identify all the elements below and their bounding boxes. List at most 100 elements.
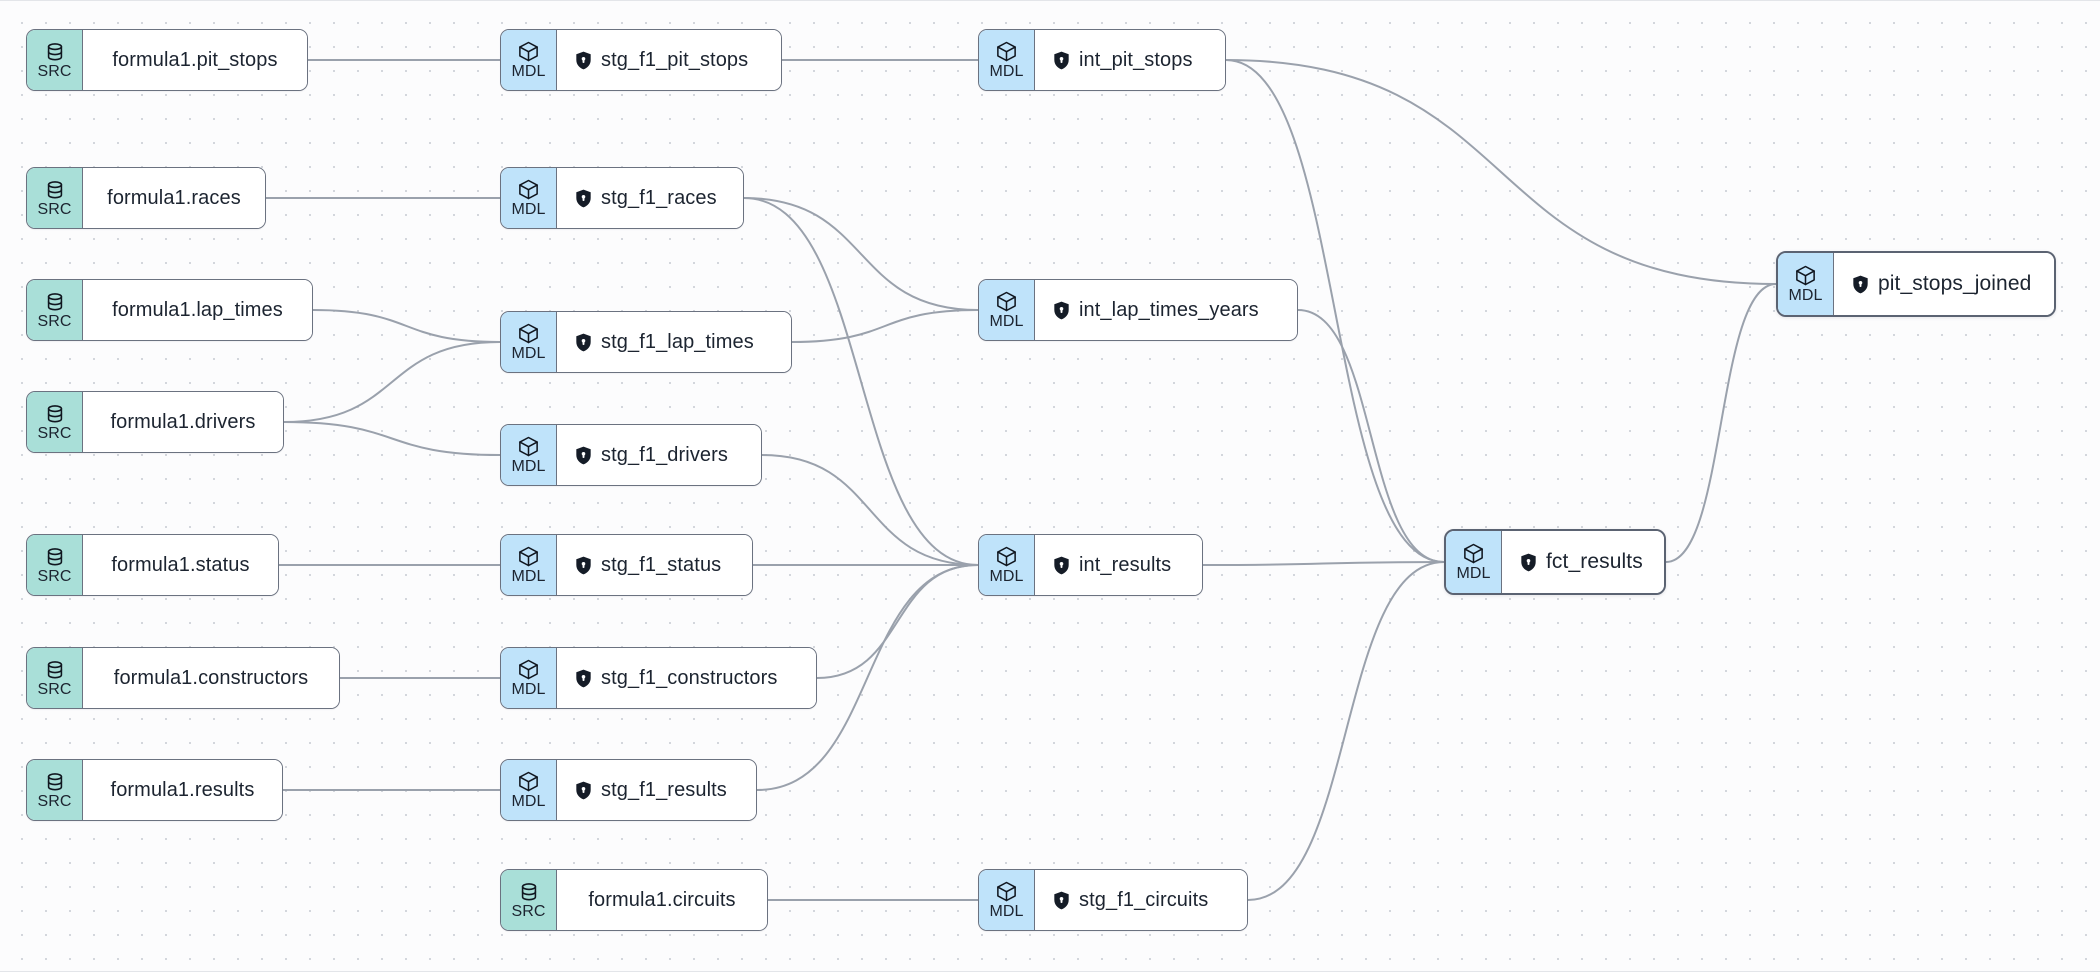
graph-node-src_drivers[interactable]: SRC formula1.drivers — [26, 391, 284, 453]
cube-icon — [995, 290, 1018, 313]
edge-src_drivers-to-stg_drivers — [283, 421, 501, 456]
node-label: int_results — [1079, 553, 1172, 576]
node-type-badge-pit_stops_joined: MDL — [1778, 253, 1834, 315]
graph-node-stg_races[interactable]: MDL stg_f1_races — [500, 167, 744, 229]
graph-node-src_constructors[interactable]: SRC formula1.constructors — [26, 647, 340, 709]
node-body-src_results: formula1.results — [83, 760, 282, 820]
node-type-label: SRC — [37, 792, 72, 810]
graph-node-src_results[interactable]: SRC formula1.results — [26, 759, 283, 821]
node-type-badge-src_races: SRC — [27, 168, 83, 228]
node-type-label: MDL — [511, 201, 546, 218]
node-type-badge-fct_results: MDL — [1446, 531, 1502, 593]
node-type-label: MDL — [511, 458, 546, 475]
shield-lock-icon — [575, 669, 592, 688]
node-body-src_constructors: formula1.constructors — [83, 648, 339, 708]
shield-lock-icon — [1053, 51, 1070, 70]
node-label: stg_f1_status — [601, 553, 722, 576]
cube-icon — [517, 545, 540, 568]
node-body-int_lap_times: int_lap_times_years — [1035, 280, 1297, 340]
node-type-label: SRC — [37, 567, 72, 585]
database-icon — [44, 546, 66, 568]
node-label: stg_f1_drivers — [601, 443, 729, 466]
shield-lock-icon — [1053, 891, 1070, 910]
node-type-label: MDL — [511, 63, 546, 80]
node-body-stg_results: stg_f1_results — [557, 760, 756, 820]
graph-node-fct_results[interactable]: MDL fct_results — [1444, 529, 1666, 595]
node-label: formula1.lap_times — [112, 298, 283, 321]
node-type-badge-int_results: MDL — [979, 535, 1035, 595]
edge-stg_races-to-int_lap_times — [743, 197, 979, 311]
cube-icon — [1794, 264, 1817, 287]
graph-node-int_pit_stops[interactable]: MDL int_pit_stops — [978, 29, 1226, 91]
shield-lock-icon — [1053, 556, 1070, 575]
graph-node-pit_stops_joined[interactable]: MDL pit_stops_joined — [1776, 251, 2056, 317]
cube-icon — [995, 40, 1018, 63]
node-body-fct_results: fct_results — [1502, 531, 1664, 593]
graph-node-stg_results[interactable]: MDL stg_f1_results — [500, 759, 757, 821]
node-label: formula1.drivers — [110, 410, 256, 433]
node-type-badge-stg_lap_times: MDL — [501, 312, 557, 372]
node-label: formula1.constructors — [113, 666, 309, 689]
node-type-badge-stg_results: MDL — [501, 760, 557, 820]
node-body-src_circuits: formula1.circuits — [557, 870, 767, 930]
node-type-label: MDL — [511, 568, 546, 585]
node-type-badge-stg_drivers: MDL — [501, 425, 557, 485]
node-body-stg_status: stg_f1_status — [557, 535, 752, 595]
node-type-label: SRC — [37, 680, 72, 698]
cube-icon — [517, 322, 540, 345]
cube-icon — [995, 545, 1018, 568]
node-type-badge-stg_constructors: MDL — [501, 648, 557, 708]
cube-icon — [517, 178, 540, 201]
node-type-badge-src_status: SRC — [27, 535, 83, 595]
node-body-stg_races: stg_f1_races — [557, 168, 743, 228]
cube-icon — [1462, 542, 1485, 565]
node-type-label: MDL — [989, 568, 1024, 585]
node-type-badge-stg_pit_stops: MDL — [501, 30, 557, 90]
node-type-label: MDL — [989, 313, 1024, 330]
database-icon — [44, 771, 66, 793]
node-type-badge-src_drivers: SRC — [27, 392, 83, 452]
graph-node-int_lap_times[interactable]: MDL int_lap_times_years — [978, 279, 1298, 341]
node-type-label: SRC — [37, 200, 72, 218]
edge-fct_results-to-pit_stops_joined — [1665, 283, 1777, 563]
shield-lock-icon — [575, 556, 592, 575]
graph-node-int_results[interactable]: MDL int_results — [978, 534, 1203, 596]
edge-stg_constructors-to-int_results — [816, 564, 979, 679]
node-label: pit_stops_joined — [1878, 272, 2032, 295]
node-label: formula1.races — [107, 186, 241, 209]
edge-src_drivers-to-stg_lap_times — [283, 341, 501, 423]
node-body-pit_stops_joined: pit_stops_joined — [1834, 253, 2054, 315]
node-type-badge-src_constructors: SRC — [27, 648, 83, 708]
shield-lock-icon — [575, 333, 592, 352]
node-label: stg_f1_races — [601, 186, 717, 209]
node-label: stg_f1_circuits — [1079, 888, 1209, 911]
node-label: formula1.pit_stops — [112, 48, 278, 71]
node-type-label: MDL — [511, 681, 546, 698]
node-type-label: MDL — [989, 63, 1024, 80]
node-body-src_lap_times: formula1.lap_times — [83, 280, 312, 340]
node-type-label: SRC — [511, 902, 546, 920]
node-type-badge-int_pit_stops: MDL — [979, 30, 1035, 90]
graph-node-src_circuits[interactable]: SRC formula1.circuits — [500, 869, 768, 931]
cube-icon — [517, 770, 540, 793]
graph-node-stg_status[interactable]: MDL stg_f1_status — [500, 534, 753, 596]
node-body-stg_constructors: stg_f1_constructors — [557, 648, 816, 708]
edge-stg_races-to-int_results — [743, 197, 979, 566]
node-type-label: MDL — [511, 793, 546, 810]
shield-lock-icon — [575, 781, 592, 800]
node-body-int_results: int_results — [1035, 535, 1202, 595]
edge-int_pit_stops-to-pit_stops_joined — [1225, 59, 1777, 285]
node-body-int_pit_stops: int_pit_stops — [1035, 30, 1225, 90]
graph-node-stg_constructors[interactable]: MDL stg_f1_constructors — [500, 647, 817, 709]
node-type-label: MDL — [1456, 565, 1491, 582]
node-label: fct_results — [1546, 550, 1643, 573]
graph-node-stg_drivers[interactable]: MDL stg_f1_drivers — [500, 424, 762, 486]
graph-node-src_races[interactable]: SRC formula1.races — [26, 167, 266, 229]
